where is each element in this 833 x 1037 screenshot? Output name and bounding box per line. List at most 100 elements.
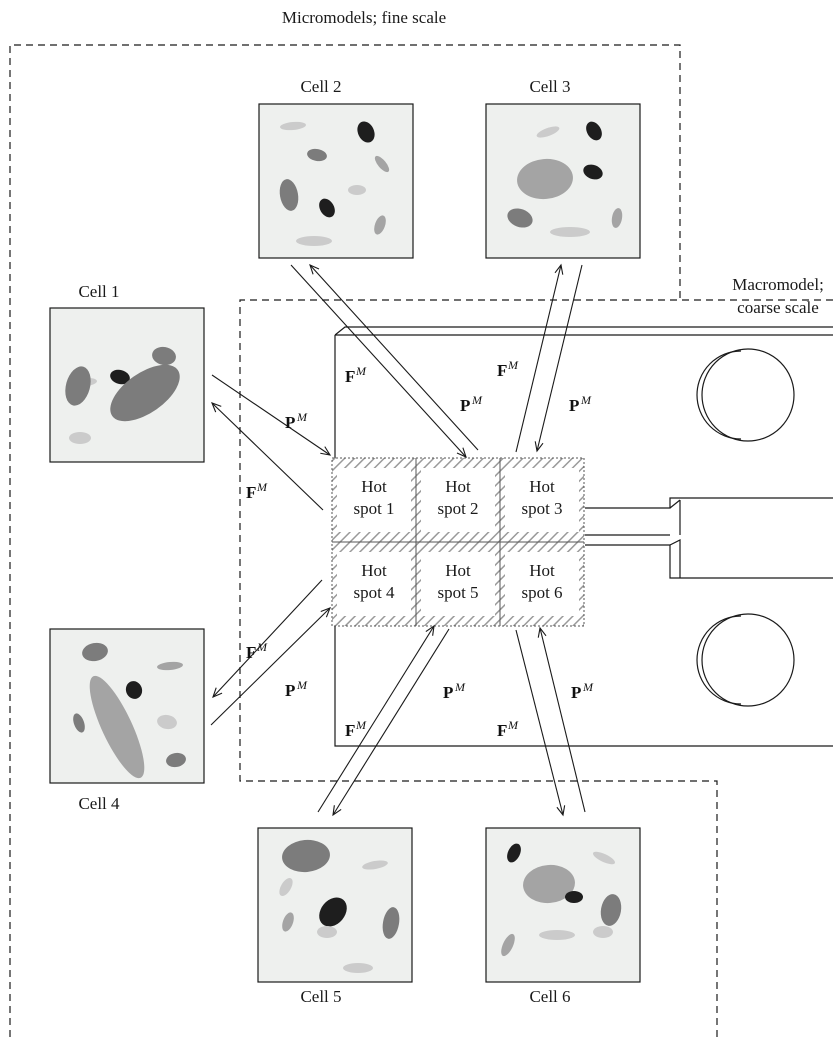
inclusion — [586, 121, 602, 141]
inclusion — [282, 912, 294, 932]
specimen-outline — [334, 334, 833, 747]
arrow-label-letter: F — [345, 367, 355, 386]
inclusion — [382, 907, 400, 939]
arrow-label-letter: F — [497, 721, 507, 740]
inclusion — [157, 714, 177, 730]
macromodel-label-line1: Macromodel; — [732, 275, 824, 294]
arrow-label-superscript: M — [454, 680, 466, 694]
cell-label: Cell 6 — [529, 987, 570, 1006]
cell-5: Cell 5 — [257, 827, 413, 1006]
inclusion — [536, 126, 560, 138]
arrow-label-superscript: M — [507, 718, 519, 732]
arrow — [290, 264, 467, 459]
hot-spot-label-line: Hot — [361, 561, 387, 580]
inclusion — [65, 366, 91, 406]
cell-label: Cell 5 — [300, 987, 341, 1006]
inclusion — [282, 839, 330, 873]
inclusion — [319, 198, 335, 218]
hot-spot-label-line: spot 2 — [437, 499, 478, 518]
inclusion — [539, 930, 575, 940]
cell-3: Cell 3 — [485, 77, 641, 259]
arrow — [309, 263, 479, 451]
inclusion — [125, 681, 143, 699]
arrow-label-superscript: M — [471, 393, 483, 407]
arrow-label-letter: F — [246, 483, 256, 502]
cell-label: Cell 2 — [300, 77, 341, 96]
inclusion — [280, 121, 306, 131]
inclusion — [348, 185, 366, 195]
arrow-label-superscript: M — [507, 358, 519, 372]
inclusion — [517, 158, 573, 200]
inclusion — [110, 369, 130, 385]
cell-1: Cell 1 — [49, 282, 205, 463]
inclusion — [82, 642, 108, 662]
macromodel-label-line2: coarse scale — [737, 298, 819, 317]
arrow-label-superscript: M — [355, 364, 367, 378]
inclusion — [374, 155, 390, 173]
inclusion — [166, 752, 186, 768]
arrow — [537, 626, 586, 813]
inclusion — [565, 891, 583, 903]
inclusion — [592, 851, 616, 865]
inclusion — [89, 675, 145, 779]
arrow-label-letter: P — [569, 396, 579, 415]
inclusion — [152, 346, 176, 366]
hot-spot-2: Hot spot 2 — [415, 457, 501, 543]
inclusion — [157, 661, 183, 671]
lower-pin-hole — [701, 613, 795, 707]
cell-2: Cell 2 — [258, 77, 414, 259]
arrow-label-superscript: M — [256, 480, 268, 494]
inclusion — [279, 179, 299, 211]
arrow-label-superscript: M — [256, 640, 268, 654]
inclusion — [357, 121, 375, 143]
upper-pin-hole — [701, 348, 795, 442]
specimen-top-edge — [334, 326, 833, 336]
hot-spot-label-line: spot 3 — [521, 499, 562, 518]
cell-label: Cell 1 — [78, 282, 119, 301]
inclusion — [69, 432, 91, 444]
inclusion — [593, 926, 613, 938]
inclusion — [583, 164, 603, 180]
arrow — [515, 263, 564, 453]
arrow — [211, 374, 332, 456]
arrow-label-superscript: M — [296, 410, 308, 424]
lower-pin-hole-inner — [696, 615, 742, 705]
inclusion — [507, 843, 521, 863]
micromodels-boundary — [9, 44, 681, 1037]
cell-label: Cell 3 — [529, 77, 570, 96]
inclusion — [600, 894, 622, 926]
macromodel-boundary — [239, 299, 833, 1037]
arrow-label-superscript: M — [580, 393, 592, 407]
inclusion — [307, 148, 327, 162]
cell-4: Cell 4 — [49, 628, 205, 813]
hot-spot-label-line: Hot — [445, 477, 471, 496]
arrow-label-superscript: M — [296, 678, 308, 692]
inclusion — [317, 926, 337, 938]
arrow-label-letter: P — [443, 683, 453, 702]
arrow-label-letter: P — [285, 413, 295, 432]
specimen — [334, 326, 833, 747]
inclusion — [507, 208, 533, 228]
inclusion — [550, 227, 590, 237]
cell-6: Cell 6 — [485, 827, 641, 1006]
hot-spot-label-line: Hot — [529, 477, 555, 496]
arrow-label-letter: F — [246, 643, 256, 662]
arrow-label-letter: P — [285, 681, 295, 700]
hot-spot-label-line: Hot — [445, 561, 471, 580]
upper-pin-hole-inner — [696, 350, 742, 440]
arrow — [212, 579, 323, 698]
inclusion — [362, 860, 388, 870]
inclusion — [110, 364, 180, 422]
inclusion — [279, 877, 293, 897]
